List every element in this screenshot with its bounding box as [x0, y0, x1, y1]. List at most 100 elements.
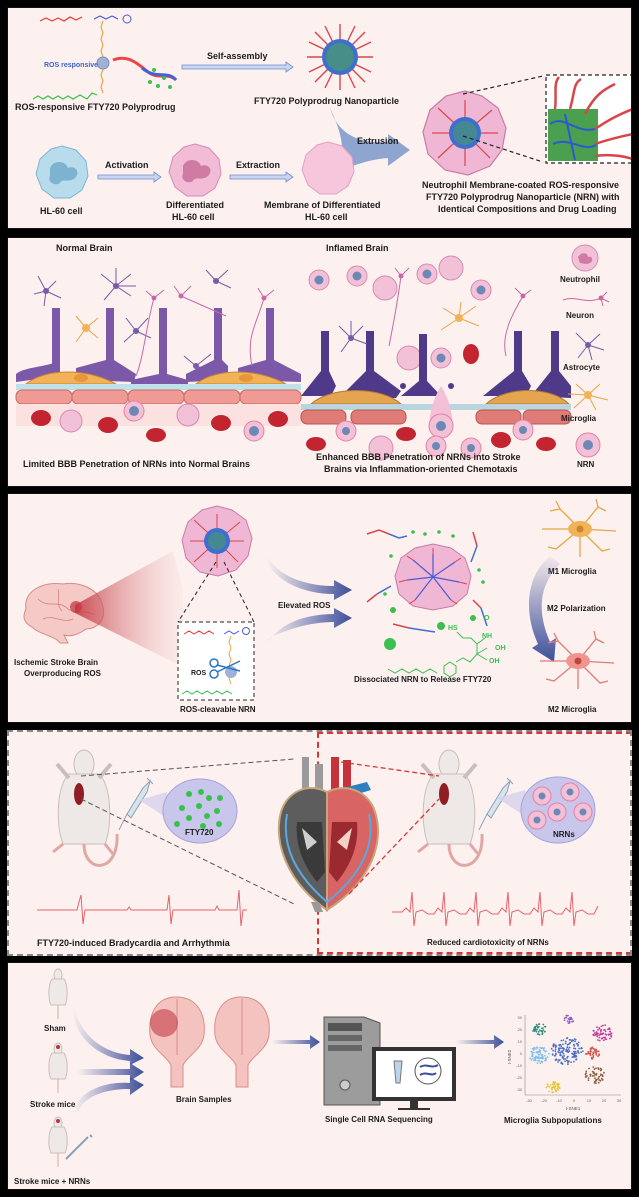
ecg-normal-trace — [392, 891, 599, 927]
tsne-point — [600, 1073, 602, 1076]
tsne-point — [555, 1089, 557, 1092]
chem-oh2-label: OH — [489, 658, 500, 665]
tsne-point — [539, 1046, 542, 1049]
tsne-point — [591, 1070, 594, 1073]
tsne-point — [605, 1033, 608, 1036]
tsne-x-tick: -30 — [526, 1098, 533, 1103]
tsne-point — [575, 1055, 578, 1058]
tsne-point — [592, 1055, 595, 1057]
tsne-point — [568, 1021, 571, 1024]
panel-cardiotoxicity: FTY720 NRNs — [7, 730, 632, 956]
brain-samples-label: Brain Samples — [176, 1095, 232, 1104]
tsne-point — [558, 1059, 561, 1062]
tsne-point — [558, 1047, 560, 1050]
tsne-point — [590, 1050, 592, 1053]
stroke-nrn-label: Stroke mice + NRNs — [14, 1177, 91, 1186]
tsne-point — [535, 1048, 537, 1050]
tsne-point — [599, 1079, 602, 1082]
tsne-point — [535, 1023, 538, 1026]
tsne-point — [533, 1046, 536, 1049]
tsne-point — [573, 1060, 575, 1063]
tsne-point — [608, 1028, 610, 1030]
tsne-point — [560, 1039, 563, 1042]
tsne-point — [566, 1020, 569, 1023]
tsne-y-tick: 30 — [518, 1015, 523, 1020]
tsne-point — [565, 1037, 568, 1040]
tsne-point — [568, 1050, 571, 1053]
tsne-point — [539, 1052, 542, 1054]
ros-responsive-tag: ROS responsive — [44, 62, 99, 69]
normal-bbb-illustration — [15, 268, 302, 426]
tsne-point — [530, 1055, 533, 1057]
tsne-point — [561, 1055, 564, 1058]
tsne-point — [597, 1077, 600, 1080]
tsne-point — [563, 1055, 566, 1057]
tsne-point — [558, 1049, 561, 1052]
tsne-point — [565, 1059, 568, 1062]
tsne-point — [568, 1018, 571, 1021]
dissociated-nrn-icon — [366, 529, 488, 633]
tsne-point — [592, 1047, 595, 1050]
tsne-point — [564, 1060, 566, 1063]
tsne-point — [538, 1025, 540, 1028]
tsne-point — [545, 1050, 547, 1052]
ros-label: ROS — [191, 670, 207, 677]
tsne-point — [589, 1047, 592, 1050]
tsne-point — [592, 1029, 595, 1032]
tsne-point — [543, 1054, 546, 1057]
tsne-point — [565, 1048, 568, 1051]
m1-microglia-icon — [542, 498, 617, 557]
brain-samples-icon — [149, 996, 270, 1088]
tsne-point — [580, 1047, 583, 1050]
self-assembly-arrow-icon — [181, 61, 294, 73]
tsne-x-tick: 10 — [587, 1098, 592, 1103]
fty720-bubble-icon — [139, 778, 238, 844]
tsne-point — [574, 1040, 576, 1043]
tsne-point — [554, 1048, 557, 1051]
inflamed-bbb-illustration — [300, 255, 572, 439]
tsne-point — [585, 1070, 588, 1073]
tsne-point — [538, 1023, 540, 1026]
tsne-point — [571, 1052, 574, 1055]
tsne-point — [587, 1051, 590, 1053]
tsne-point — [529, 1057, 532, 1060]
tsne-y-tick: 20 — [518, 1027, 523, 1032]
tsne-y-tick: -20 — [516, 1075, 523, 1080]
tsne-point — [597, 1029, 599, 1031]
differentiated-cell-icon — [168, 143, 222, 197]
tsne-point — [535, 1030, 538, 1033]
chem-nh-label: NH — [482, 633, 493, 640]
differentiated-label-2: HL-60 cell — [172, 212, 215, 222]
m2-microglia-label: M2 Microglia — [548, 705, 597, 714]
tsne-point — [567, 1061, 569, 1064]
syringe-fty720-icon — [118, 777, 154, 831]
tsne-point — [572, 1050, 575, 1053]
tsne-point — [536, 1047, 539, 1049]
sham-label: Sham — [44, 1024, 66, 1033]
tsne-point — [597, 1032, 599, 1035]
tsne-point — [538, 1057, 541, 1060]
tsne-point — [556, 1082, 559, 1085]
panel-nanoparticle-synthesis: ROS responsive ROS-responsive FTY720 Pol… — [7, 7, 632, 229]
tsne-point — [567, 1048, 570, 1050]
tsne-point — [538, 1049, 541, 1051]
tsne-point — [573, 1047, 575, 1050]
tsne-point — [589, 1053, 592, 1055]
tsne-point — [561, 1063, 564, 1065]
nrns-bubble-label: NRNs — [553, 830, 575, 839]
inflamed-caption-2: Brains via Inflammation-oriented Chemota… — [324, 464, 518, 474]
tsne-point — [581, 1050, 584, 1053]
legend-nrn-label: NRN — [577, 460, 595, 469]
tsne-point — [595, 1050, 598, 1053]
tsne-point — [543, 1025, 546, 1028]
tsne-point — [544, 1059, 546, 1062]
tsne-point — [543, 1047, 546, 1049]
subpop-label: Microglia Subpopulations — [504, 1116, 602, 1125]
tsne-point — [533, 1029, 536, 1032]
tsne-point — [605, 1038, 608, 1041]
tsne-point — [541, 1027, 544, 1029]
tsne-point — [566, 1043, 569, 1046]
tsne-point — [604, 1024, 607, 1026]
tsne-xlabel: t-SNE1 — [566, 1106, 581, 1111]
tsne-point — [598, 1079, 600, 1081]
